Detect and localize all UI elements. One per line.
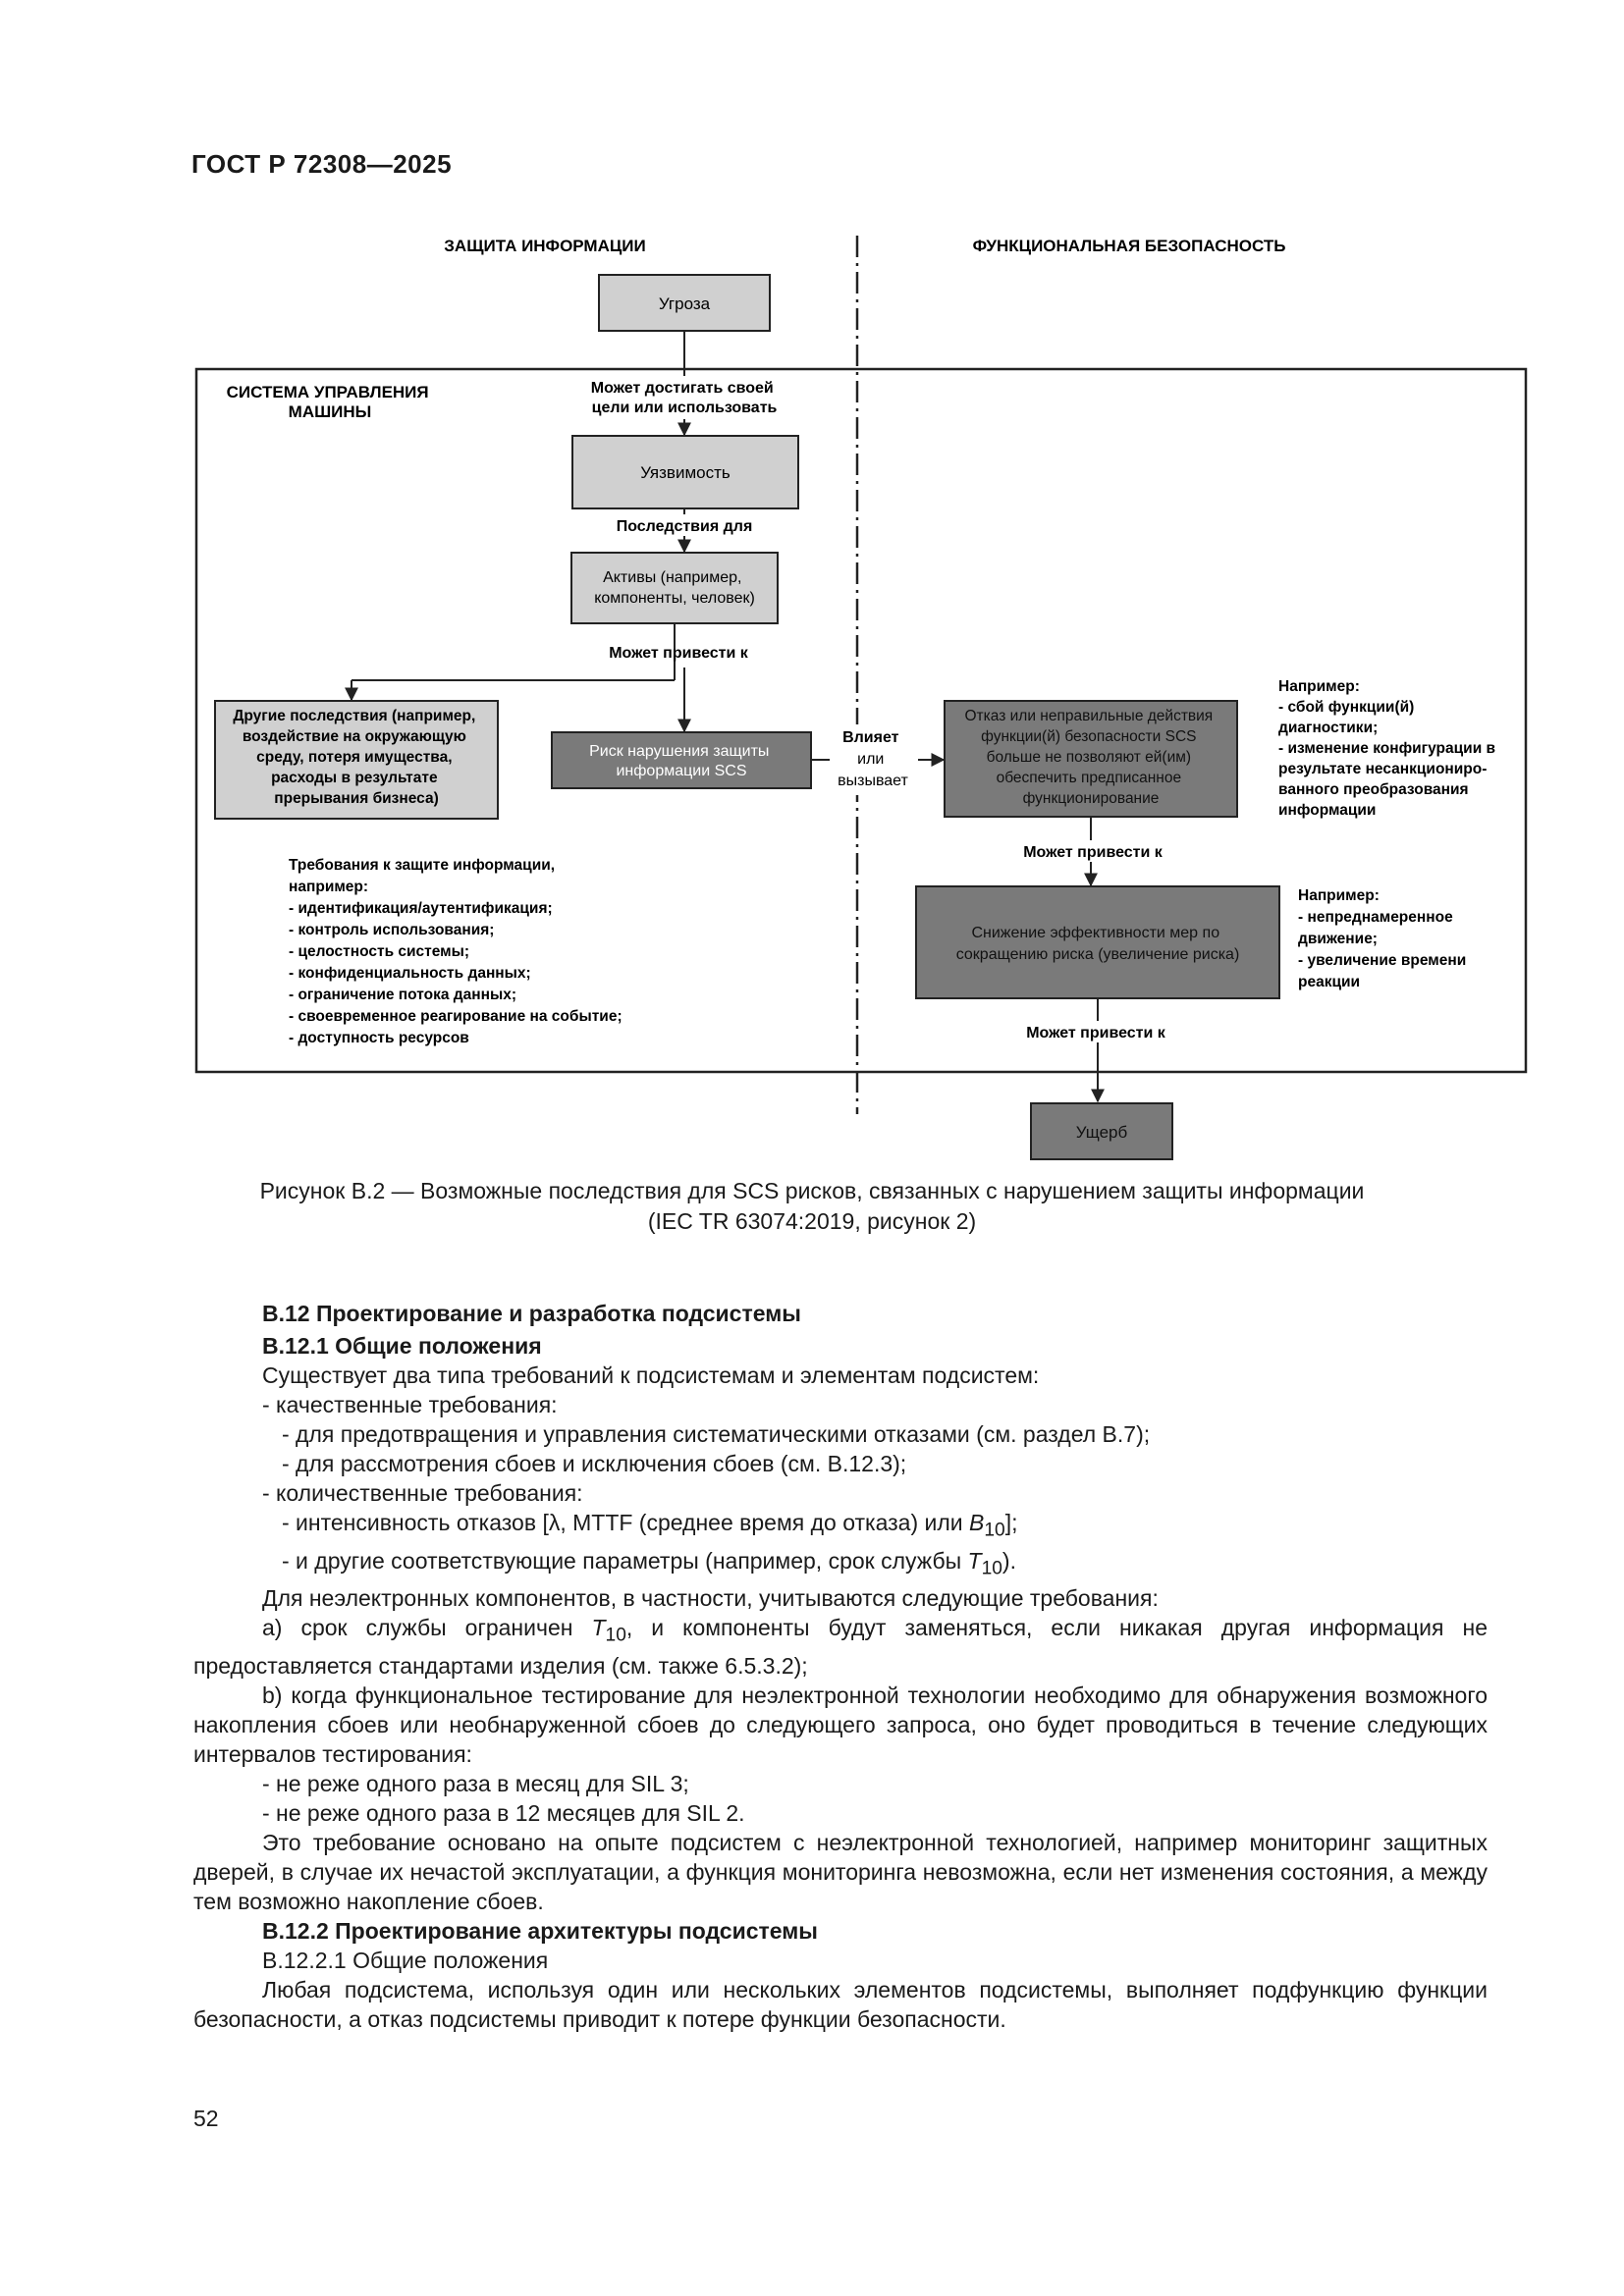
paragraph: a) срок службы ограничен T10, и компонен… bbox=[193, 1615, 1488, 1679]
paragraph: b) когда функциональное тестирование для… bbox=[193, 1682, 1488, 1767]
left-section-title: ЗАЩИТА ИНФОРМАЦИИ bbox=[444, 237, 645, 255]
risk-reduction-label: Снижение эффективности мер по сокращению… bbox=[956, 925, 1240, 963]
figure-caption-line2: (IEC TR 63074:2019, рисунок 2) bbox=[647, 1208, 977, 1234]
machine-control-system-frame bbox=[194, 367, 1528, 1074]
security-requirements-list: Требования к защите информации, например… bbox=[289, 857, 626, 1046]
threat-label: Угроза bbox=[659, 294, 711, 313]
list-item: - не реже одного раза в 12 месяцев для S… bbox=[262, 1799, 745, 1826]
heading-b12-2: В.12.2 Проектирование архитектуры подсис… bbox=[262, 1917, 818, 1944]
document-header: ГОСТ Р 72308—2025 bbox=[191, 149, 453, 179]
other-consequences-label: Другие последствия (например, воздействи… bbox=[233, 708, 479, 807]
list-item: - и другие соответствующие параметры (на… bbox=[282, 1547, 1016, 1579]
damage-box bbox=[1030, 1102, 1173, 1160]
assets-label: Активы (например, компоненты, человек) bbox=[594, 569, 755, 607]
risk-label: Риск нарушения защиты информации SCS bbox=[589, 743, 774, 779]
list-item: - интенсивность отказов [λ, MTTF (средне… bbox=[282, 1510, 1018, 1541]
list-item: - для рассмотрения сбоев и исключения сб… bbox=[282, 1451, 907, 1476]
list-item: - качественные требования: bbox=[262, 1392, 558, 1417]
vulnerability-label: Уязвимость bbox=[640, 463, 731, 482]
reduction-example-note: Например: - непреднамеренное движение; -… bbox=[1298, 887, 1471, 990]
body-text: В.12 Проектирование и разработка подсист… bbox=[193, 1299, 1488, 2034]
assets-box bbox=[570, 552, 779, 624]
risk-reduction-box bbox=[915, 885, 1280, 999]
list-item: - для предотвращения и управления систем… bbox=[282, 1421, 1151, 1447]
heading-b12-2-1: В.12.2.1 Общие положения bbox=[262, 1947, 549, 1973]
list-item: - количественные требования: bbox=[262, 1480, 583, 1506]
other-consequences-box bbox=[214, 700, 499, 820]
page-number: 52 bbox=[193, 2106, 219, 2131]
paragraph: Для неэлектронных компонентов, в частнос… bbox=[262, 1585, 1159, 1612]
threat-box bbox=[598, 274, 771, 332]
paragraph: Любая подсистема, используя один или нес… bbox=[193, 1976, 1488, 2032]
risk-box bbox=[551, 731, 812, 789]
failure-label: Отказ или неправильные действия функции(… bbox=[964, 708, 1217, 807]
vulnerability-box bbox=[571, 435, 799, 509]
heading-b12: В.12 Проектирование и разработка подсист… bbox=[262, 1301, 801, 1326]
edge-label-may-lead-2: Может привести к bbox=[1023, 844, 1164, 861]
system-label: СИСТЕМА УПРАВЛЕНИЯ МАШИНЫ bbox=[227, 383, 434, 421]
flow-diagram: ЗАЩИТА ИНФОРМАЦИИ ФУНКЦИОНАЛЬНАЯ БЕЗОПАС… bbox=[194, 236, 1528, 1160]
edge-label-affects: Влияет или вызывает bbox=[838, 729, 908, 789]
edge-label-reach: Может достигать своей цели или использов… bbox=[591, 380, 778, 416]
paragraph: Существует два типа требований к подсист… bbox=[262, 1362, 1040, 1388]
list-item: - не реже одного раза в месяц для SIL 3; bbox=[262, 1770, 689, 1796]
figure-caption-line1: Рисунок В.2 — Возможные последствия для … bbox=[259, 1178, 1365, 1203]
figure-caption: Рисунок В.2 — Возможные последствия для … bbox=[147, 1176, 1477, 1237]
heading-b12-1: В.12.1 Общие положения bbox=[262, 1333, 542, 1359]
edge-label-consequences-for: Последствия для bbox=[617, 518, 753, 535]
failure-box bbox=[944, 700, 1238, 818]
edge-label-may-lead-3: Может привести к bbox=[1026, 1025, 1166, 1041]
edge-label-may-lead-1: Может привести к bbox=[609, 645, 749, 662]
paragraph: Это требование основано на опыте подсист… bbox=[193, 1829, 1488, 1914]
failure-example-note: Например: - сбой функции(й) диагностики;… bbox=[1278, 678, 1499, 819]
damage-label: Ущерб bbox=[1076, 1123, 1128, 1142]
right-section-title: ФУНКЦИОНАЛЬНАЯ БЕЗОПАСНОСТЬ bbox=[973, 237, 1286, 255]
